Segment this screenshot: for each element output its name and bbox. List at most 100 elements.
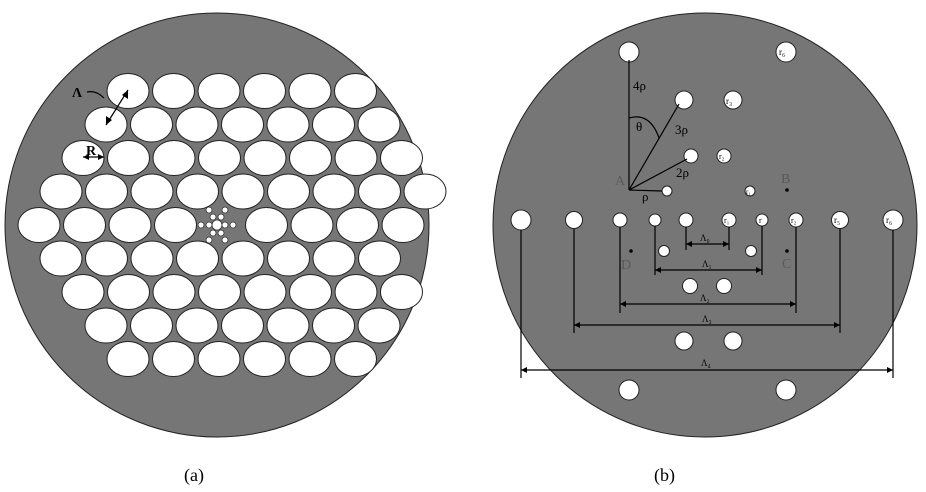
air-hole — [335, 141, 377, 176]
air-hole — [131, 241, 173, 276]
air-hole — [246, 208, 288, 243]
air-hole — [335, 74, 377, 109]
core-hole — [206, 237, 212, 243]
core-hole — [206, 222, 212, 228]
row-hole — [756, 214, 768, 226]
air-hole — [108, 275, 150, 310]
air-hole — [64, 208, 106, 243]
air-hole — [359, 174, 401, 209]
air-hole — [290, 275, 332, 310]
air-hole — [153, 275, 195, 310]
air-hole — [62, 141, 104, 176]
air-hole — [289, 74, 331, 109]
label-2rho: 2ρ — [676, 165, 689, 180]
air-hole — [358, 308, 400, 343]
air-hole — [290, 141, 332, 176]
label-lambda2: Λ₂ — [700, 293, 710, 303]
air-hole — [335, 275, 377, 310]
point-b-dot — [785, 188, 789, 192]
lower-hole — [776, 380, 796, 400]
label-point-a: A — [615, 174, 626, 189]
air-hole — [199, 141, 241, 176]
core-hole — [218, 214, 224, 220]
air-hole — [244, 275, 286, 310]
label-3rho: 3ρ — [675, 122, 688, 137]
lower-hole — [717, 279, 732, 294]
label-lambda3: Λ₃ — [702, 314, 712, 324]
core-hole — [218, 230, 224, 236]
caption-a: (a) — [184, 465, 204, 486]
upper-hole-rho — [662, 186, 672, 196]
upper-hole-2rho — [684, 149, 698, 163]
core-hole — [222, 237, 228, 243]
air-hole — [86, 174, 128, 209]
air-hole — [153, 342, 195, 377]
point-d-dot — [629, 249, 633, 253]
air-hole — [198, 74, 240, 109]
label-lambda1: Λ₁ — [702, 259, 712, 269]
air-hole — [199, 275, 241, 310]
air-hole — [62, 275, 104, 310]
label-row-r5: r₅ — [834, 215, 840, 225]
core-hole — [230, 222, 236, 228]
air-hole — [313, 241, 355, 276]
label-lambda0: Λ₀ — [700, 233, 710, 243]
air-hole — [153, 74, 195, 109]
upper-hole-4rho — [619, 42, 639, 62]
lower-hole — [724, 332, 742, 350]
label-hole-r3: r₃ — [726, 96, 732, 106]
air-hole — [313, 308, 355, 343]
air-hole — [108, 141, 150, 176]
row-hole — [613, 213, 627, 227]
core-hole — [212, 220, 222, 230]
lower-hole — [619, 380, 639, 400]
air-hole — [222, 174, 264, 209]
label-lambda: Λ — [72, 86, 82, 101]
label-hole-r2: r₂ — [719, 152, 725, 161]
label-row-r6: r₆ — [886, 215, 892, 225]
air-hole — [222, 107, 264, 142]
air-hole — [155, 208, 197, 243]
air-hole — [131, 107, 173, 142]
air-hole — [177, 241, 219, 276]
core-hole — [222, 222, 228, 228]
label-hole-r1: r₁ — [746, 188, 751, 196]
label-row-r: r — [759, 216, 762, 225]
lower-hole — [746, 246, 757, 257]
air-hole — [267, 107, 309, 142]
air-hole — [335, 342, 377, 377]
air-hole — [40, 241, 82, 276]
air-hole — [267, 308, 309, 343]
air-hole — [131, 174, 173, 209]
panel-b-fiber-geometry: A B D C 4ρ 3ρ 2ρ ρ θ r₆ r₃ r₂ r₁ r₁ r r₂… — [493, 13, 917, 437]
air-hole — [109, 208, 151, 243]
panel-b-cladding-disk — [493, 13, 917, 437]
air-hole — [85, 308, 127, 343]
air-hole — [268, 174, 310, 209]
lower-hole — [683, 279, 698, 294]
air-hole — [244, 342, 286, 377]
air-hole — [244, 141, 286, 176]
caption-b: (b) — [654, 465, 675, 486]
core-hole — [210, 214, 216, 220]
air-hole — [18, 208, 60, 243]
row-hole — [566, 212, 583, 229]
label-rho: ρ — [642, 189, 649, 204]
air-hole — [244, 74, 286, 109]
panel-a-hexagonal-fiber: Λ R — [5, 13, 446, 437]
air-hole — [358, 107, 400, 142]
lower-hole — [675, 332, 693, 350]
air-hole — [313, 174, 355, 209]
air-hole — [291, 208, 333, 243]
air-hole — [404, 174, 446, 209]
air-hole — [176, 308, 218, 343]
label-point-c: C — [782, 257, 791, 272]
label-row-r2: r₂ — [791, 216, 797, 225]
point-c-dot — [785, 249, 789, 253]
air-hole — [268, 241, 310, 276]
row-hole — [679, 213, 693, 227]
air-hole — [131, 308, 173, 343]
row-hole — [649, 214, 661, 226]
core-hole — [198, 222, 204, 228]
air-hole — [198, 342, 240, 377]
